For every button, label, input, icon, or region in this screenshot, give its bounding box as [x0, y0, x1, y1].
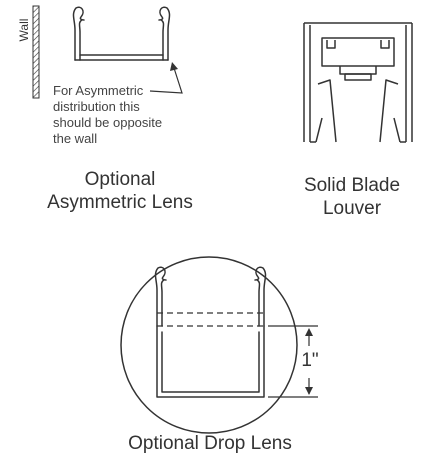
drop-lens-profile: [154, 266, 267, 398]
asymmetric-note: For Asymmetric distribution this should …: [53, 83, 193, 147]
dimension-label: 1": [301, 350, 319, 371]
note-leader-line: [149, 67, 183, 94]
drop-lens-detail-circle: [120, 256, 298, 434]
dimension-arrow-top: [305, 328, 313, 336]
wall-label: Wall: [17, 18, 31, 42]
drop-lens-dashed-line: [157, 312, 264, 327]
leader-arrowhead: [170, 62, 178, 71]
caption-drop-lens: Optional Drop Lens: [128, 433, 292, 454]
note-line-1: For Asymmetric: [53, 83, 144, 98]
dimension-arrow-bottom: [305, 387, 313, 395]
wall-hatch: [32, 5, 40, 99]
caption-asymmetric-lens: Optional Asymmetric Lens: [45, 168, 195, 214]
louver-profile: [303, 22, 413, 143]
caption-louver-line-2: Louver: [322, 198, 382, 219]
note-line-3: should be opposite: [53, 115, 163, 130]
asymmetric-lens-profile: [72, 6, 171, 61]
caption-asymmetric-line-2: Asymmetric Lens: [47, 192, 193, 213]
caption-louver-line-1: Solid Blade: [303, 175, 401, 196]
caption-louver: Solid Blade Louver: [290, 174, 414, 220]
caption-asymmetric-line-1: Optional: [84, 169, 156, 190]
note-line-2: distribution this: [53, 99, 140, 114]
note-line-4: the wall: [53, 131, 98, 146]
